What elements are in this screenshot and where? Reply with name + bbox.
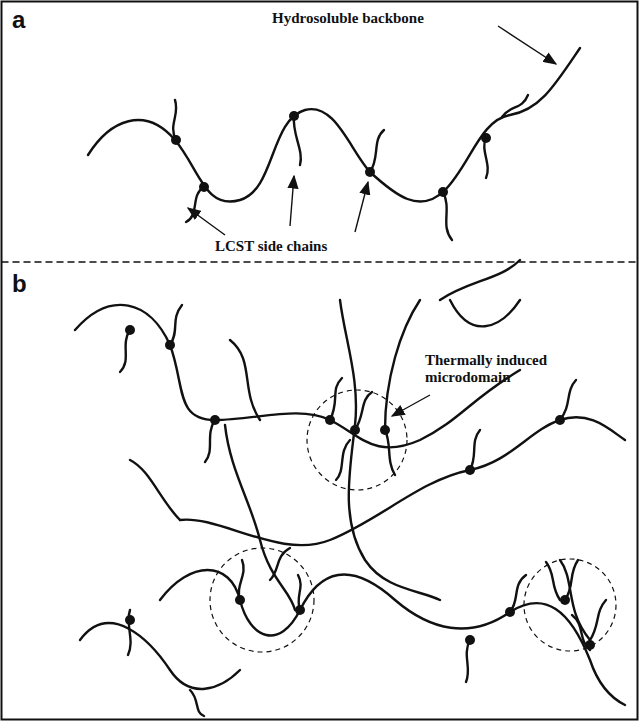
panel-letter: a <box>12 6 25 34</box>
part-label: LCST side chains <box>215 238 327 255</box>
part-label: Hydrosoluble backbone <box>272 10 424 27</box>
panel-letter: b <box>12 270 27 298</box>
part-label: Thermally induced microdomain <box>425 352 575 387</box>
